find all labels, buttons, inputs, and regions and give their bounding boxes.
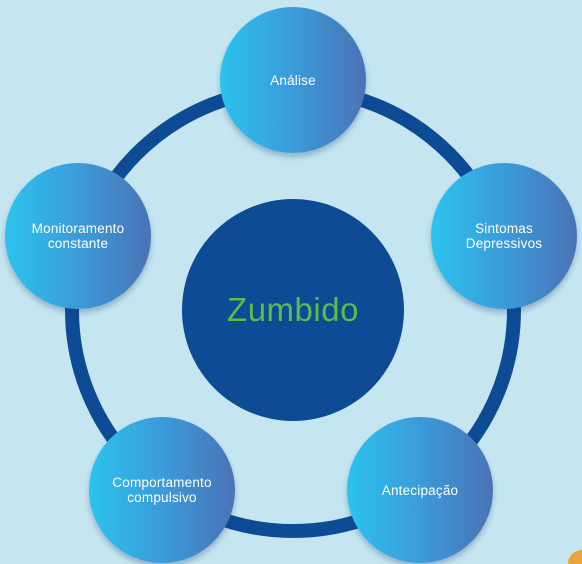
node-label: Sintomas Depressivos	[465, 221, 543, 251]
node-label: Monitoramento constante	[31, 221, 125, 251]
node-label: Análise	[270, 72, 316, 88]
center-label: Zumbido	[227, 291, 359, 328]
node-antecipacao: Antecipação	[347, 417, 493, 563]
node-analise: Análise	[220, 7, 366, 153]
node-label: Comportamento compulsivo	[112, 475, 212, 505]
corner-accent-shape	[568, 550, 582, 564]
node-sintomas-depressivos: Sintomas Depressivos	[431, 163, 577, 309]
node-label: Antecipação	[381, 482, 459, 498]
center-hub: Zumbido	[182, 199, 404, 421]
node-comportamento-compulsivo: Comportamento compulsivo	[89, 417, 235, 563]
node-monitoramento-constante: Monitoramento constante	[5, 163, 151, 309]
